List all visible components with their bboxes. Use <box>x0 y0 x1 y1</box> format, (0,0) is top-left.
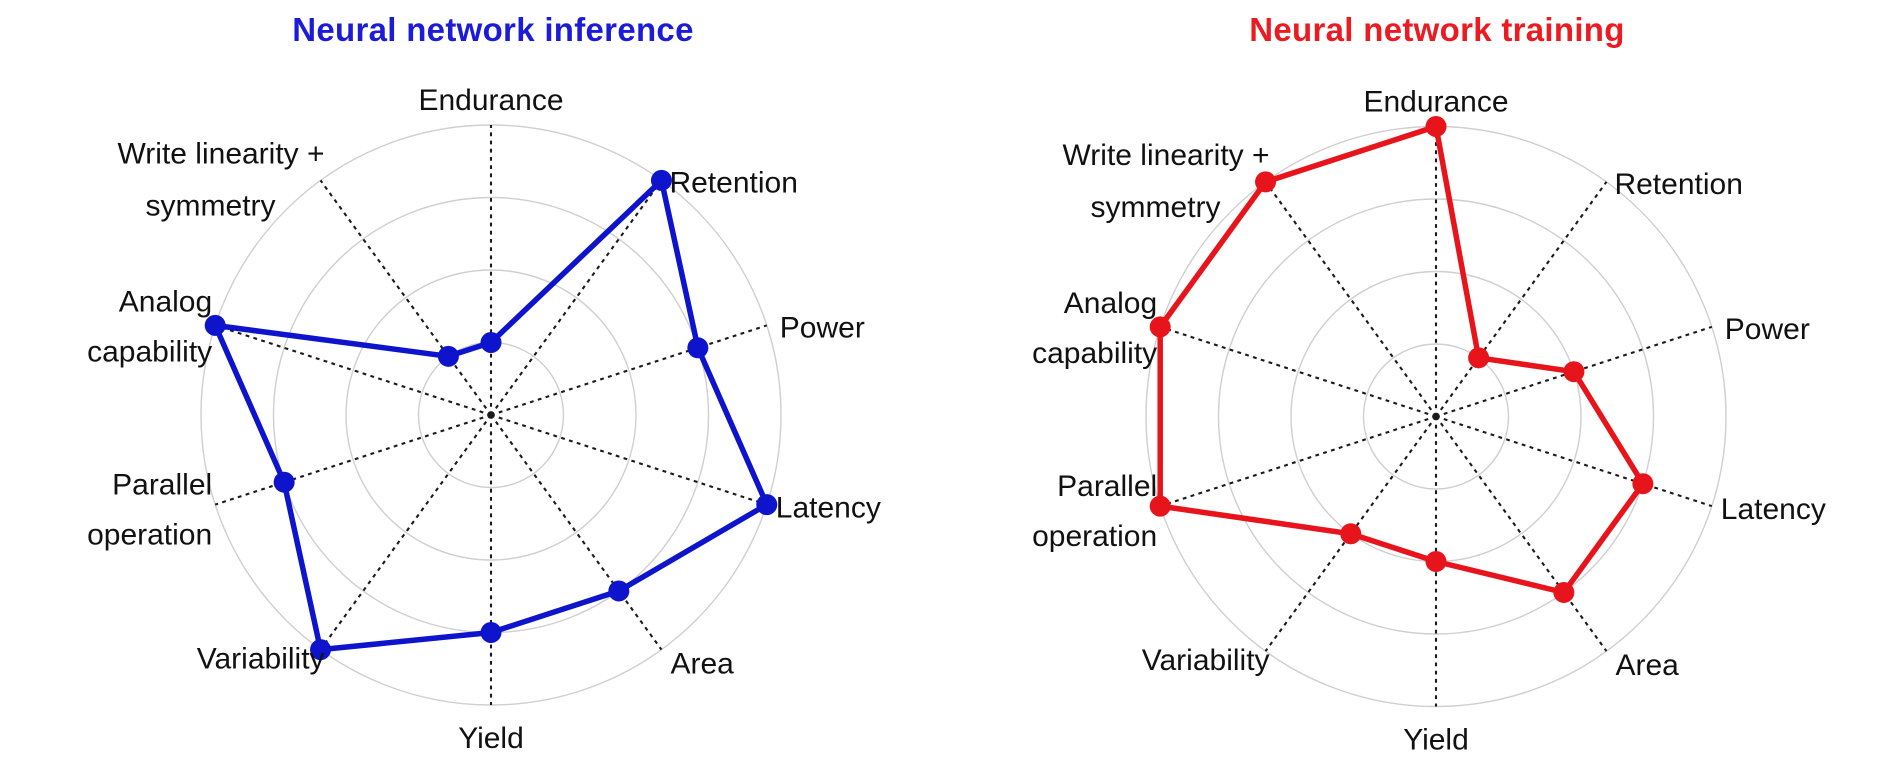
axis-label: capability <box>1032 337 1157 370</box>
axis-label: Power <box>780 311 865 344</box>
axis-label: symmetry <box>1091 191 1221 224</box>
data-point <box>1563 361 1585 383</box>
axis-label: Endurance <box>1363 86 1508 119</box>
left-chart-title: Neural network inference <box>292 11 694 48</box>
data-point <box>1340 523 1362 545</box>
data-point <box>650 169 672 191</box>
data-point <box>310 639 332 661</box>
data-point <box>1425 116 1447 137</box>
axis-label: Parallel <box>1057 470 1157 503</box>
data-point <box>204 314 226 336</box>
data-point <box>608 580 630 602</box>
axis-label: Variability <box>1142 644 1270 677</box>
data-point <box>480 622 502 643</box>
data-point <box>1553 581 1575 603</box>
data-point <box>756 494 778 516</box>
data-point <box>1468 347 1490 369</box>
data-point <box>1255 171 1277 193</box>
data-point <box>480 332 502 353</box>
axis-label: Area <box>670 648 734 681</box>
axis-label: capability <box>87 335 212 368</box>
right-chart-title: Neural network training <box>1249 11 1625 48</box>
axis-label: Yield <box>1403 724 1469 757</box>
axis-label: Retention <box>669 166 797 199</box>
axis-label: operation <box>1032 520 1157 553</box>
grid-ring <box>345 269 637 561</box>
axis-label: Analog <box>1064 287 1157 320</box>
data-point <box>1149 316 1171 338</box>
axis-label: Parallel <box>112 469 212 502</box>
axis-label: Power <box>1725 313 1810 346</box>
axis-label: symmetry <box>146 189 276 222</box>
axis-label: Yield <box>458 722 524 755</box>
axis-label: Latency <box>776 492 881 525</box>
axis-label: Retention <box>1614 168 1742 201</box>
data-point <box>1149 495 1171 517</box>
axis-label: Analog <box>119 285 212 318</box>
data-polygon <box>1157 123 1646 596</box>
data-point <box>1632 473 1654 495</box>
axis-label: Write linearity + <box>1063 139 1270 172</box>
data-point <box>437 345 459 367</box>
axis-label: Endurance <box>418 84 563 117</box>
axis-label: Write linearity + <box>118 137 325 170</box>
axis-label: operation <box>87 519 212 552</box>
grid-ring <box>1217 198 1655 635</box>
data-point <box>1425 551 1447 572</box>
axis-label: Latency <box>1721 493 1826 526</box>
axis-label: Area <box>1615 649 1679 682</box>
data-point <box>687 337 709 359</box>
axis-label: Variability <box>197 643 325 676</box>
grid-ring <box>1362 343 1510 490</box>
data-point <box>273 471 295 493</box>
